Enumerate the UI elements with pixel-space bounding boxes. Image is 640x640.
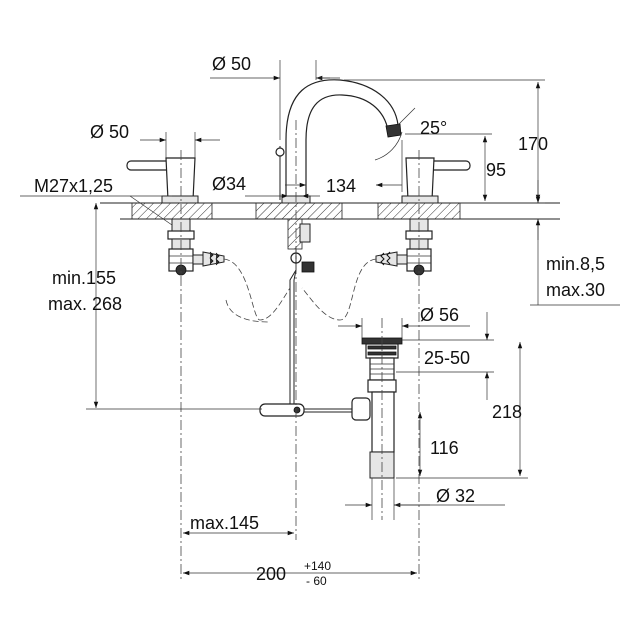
counter-max-label: max.30 xyxy=(546,280,605,300)
handle-depth-min-label: min.155 xyxy=(52,268,116,288)
total-height-label: 170 xyxy=(518,134,548,154)
waste-total-label: 218 xyxy=(492,402,522,422)
spout-diameter-label: Ø 50 xyxy=(212,54,251,74)
spacing-plus-label: +140 xyxy=(304,559,331,573)
handle-diameter-label: Ø 50 xyxy=(90,122,129,142)
thread-label: M27x1,25 xyxy=(34,176,113,196)
waste-range-label: 25-50 xyxy=(424,348,470,368)
hoses xyxy=(223,258,377,323)
centerlines xyxy=(180,120,420,580)
countertop xyxy=(100,202,560,220)
spout-reach-label: 134 xyxy=(326,176,356,196)
spout-height-label: 95 xyxy=(486,160,506,180)
waste-pipe-diameter-label: Ø 32 xyxy=(436,486,475,506)
waste-diameter-label: Ø 56 xyxy=(420,305,459,325)
dimension-lines xyxy=(20,60,620,576)
counter-min-label: min.8,5 xyxy=(546,254,605,274)
spacing-minus-label: - 60 xyxy=(306,574,327,588)
spacing-base-label: 200 xyxy=(256,564,286,584)
handle-depth-max-label: max. 268 xyxy=(48,294,122,314)
waste-lower-label: 116 xyxy=(430,438,459,458)
rod-max-label: max.145 xyxy=(190,513,259,533)
base-diameter-label: Ø34 xyxy=(212,174,246,194)
dimension-labels: Ø 50 Ø 50 25° 170 95 M27x1,25 Ø34 134 mi… xyxy=(34,54,605,588)
spout-angle-label: 25° xyxy=(420,118,447,138)
waste-drain xyxy=(259,337,403,479)
